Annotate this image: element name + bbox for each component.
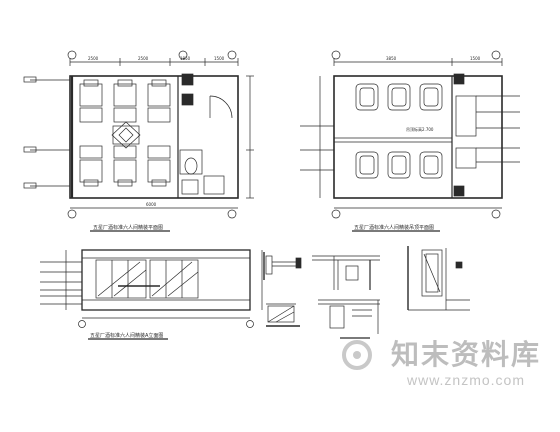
ceiling-plan (300, 50, 520, 219)
watermark: 知末资料库 www.znzmo.com (342, 338, 554, 388)
plan-dim-1: 2500 (88, 56, 99, 61)
plan-dim-3: 1850 (180, 56, 191, 61)
floor-plan (23, 50, 254, 219)
plan-dim-4: 1500 (214, 56, 225, 61)
elevation-a (40, 249, 263, 328)
plan-room-dim: 6000 (146, 202, 157, 207)
watermark-site-name: 知末资料库 (390, 338, 541, 371)
ceiling-title: 五星厂酒标准六人间精装吊顶平面图 (354, 224, 434, 231)
ceiling-note: 吊顶标高2.700 (406, 126, 434, 132)
detail-section-3 (407, 246, 470, 311)
ceiling-dim-1: 3850 (386, 56, 397, 61)
plan-title: 五星厂酒标准六人间精装平面图 (93, 224, 163, 231)
detail-section-2 (312, 255, 380, 339)
ceiling-dim-2: 1500 (470, 56, 481, 61)
watermark-url: www.znzmo.com (406, 372, 526, 388)
watermark-logo-icon (342, 340, 372, 370)
plan-dim-2: 2500 (138, 56, 149, 61)
detail-section-1 (263, 252, 302, 327)
elevation-title: 五星厂酒标准六人间精装A立面图 (90, 332, 163, 339)
